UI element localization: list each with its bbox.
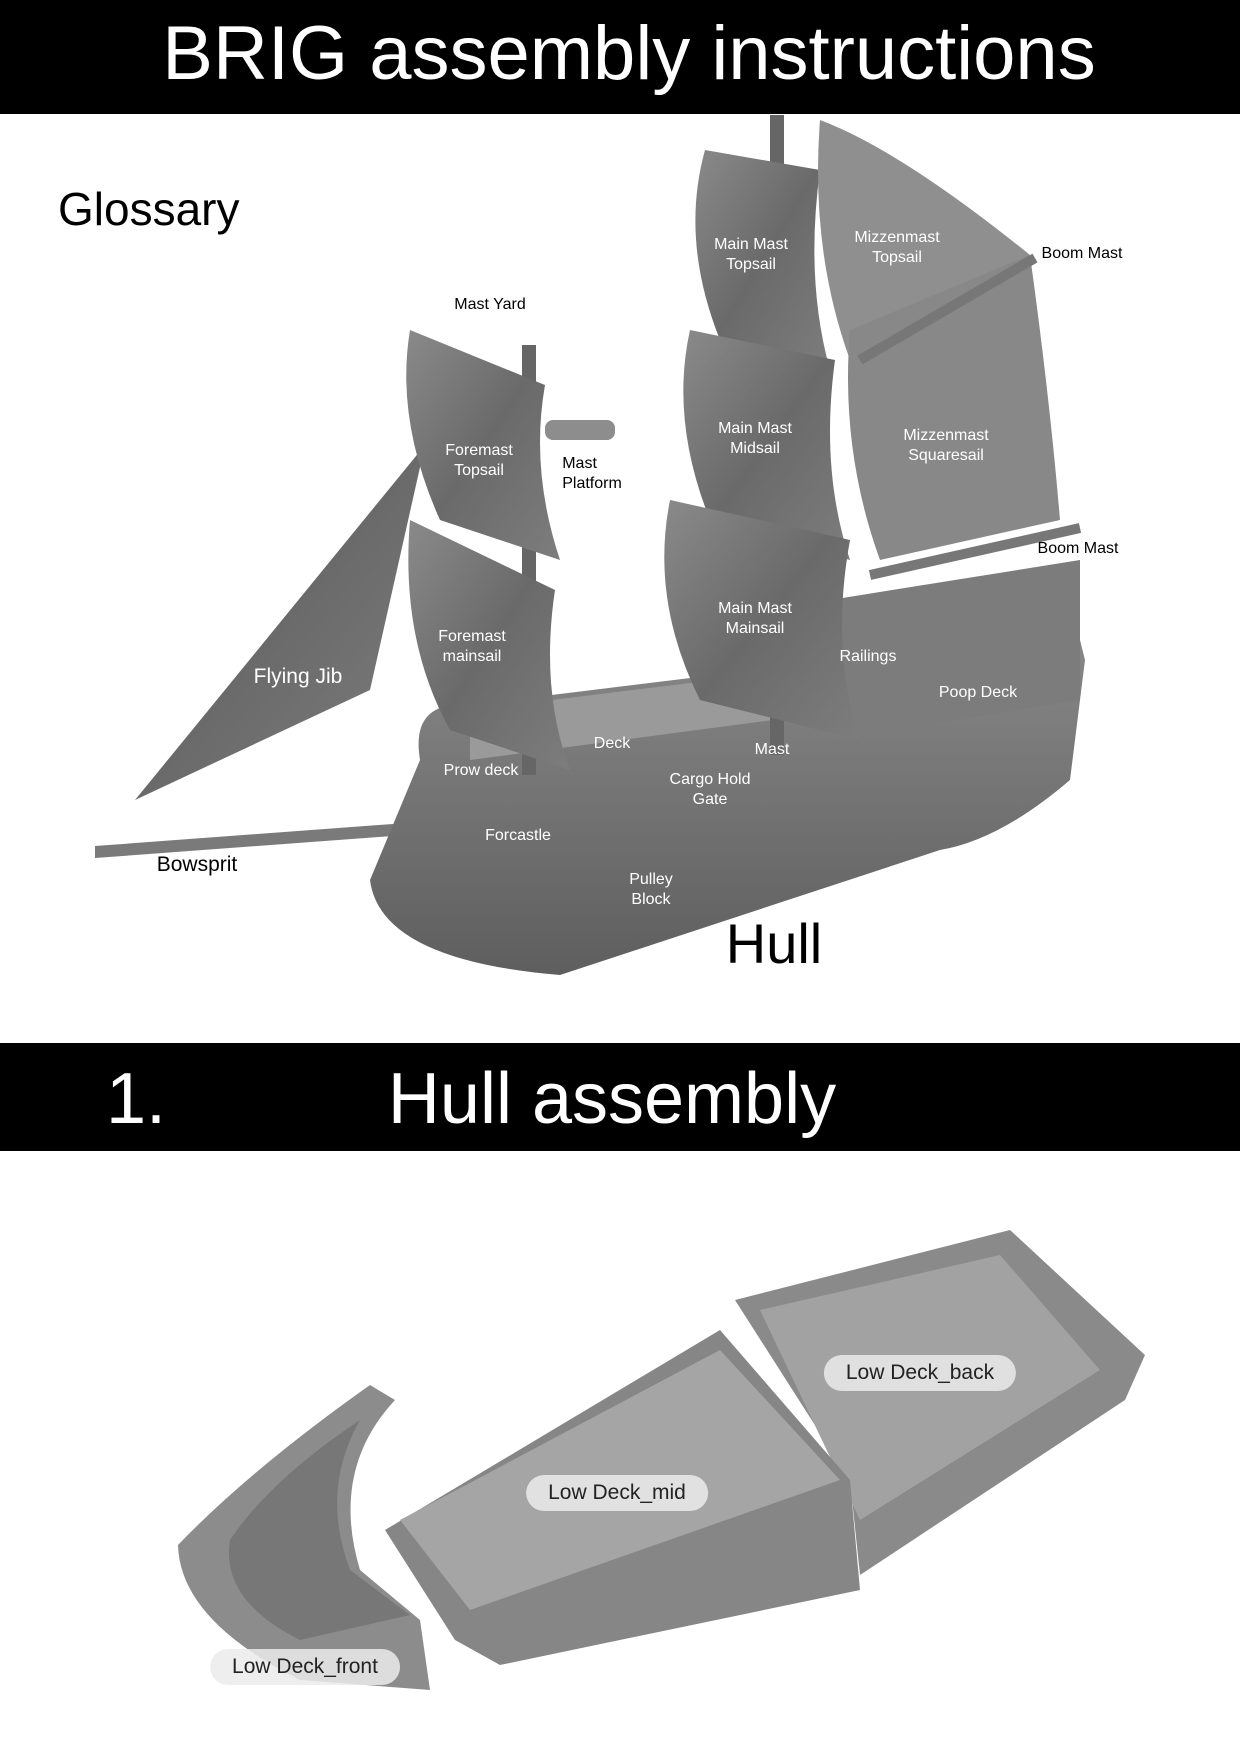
poop-deck-shape <box>830 560 1080 740</box>
label-mast-yard: Mast Yard <box>454 296 526 313</box>
label-deck: Deck <box>593 735 631 752</box>
label-main-mast-midsail: Main Mast Midsail <box>718 420 792 457</box>
part-label-low-deck-mid: Low Deck_mid <box>526 1475 708 1511</box>
label-bowsprit: Bowsprit <box>156 853 238 876</box>
bowsprit-shape <box>95 822 420 858</box>
label-main-mast-topsail: Main Mast Topsail <box>714 236 788 273</box>
glossary-heading: Glossary <box>58 183 240 235</box>
section-header-hull-assembly: 1. Hull assembly <box>0 1043 1240 1151</box>
label-main-mast-mainsail: Main Mast Mainsail <box>718 600 792 637</box>
part-label-low-deck-back: Low Deck_back <box>823 1355 1017 1391</box>
label-mast: Mast <box>754 741 790 758</box>
label-cargo-hold-gate: Cargo Hold Gate <box>669 771 751 808</box>
label-prow-deck: Prow deck <box>443 762 519 779</box>
document-title: BRIG assembly instructions <box>162 11 1096 96</box>
section-number: 1. <box>106 1059 167 1139</box>
label-mizzenmast-topsail: Mizzenmast Topsail <box>854 229 940 266</box>
label-foremast-mainsail: Foremast mainsail <box>438 628 506 665</box>
title-bar: BRIG assembly instructions <box>0 0 1240 114</box>
label-mizzenmast-squaresail: Mizzenmast Squaresail <box>903 427 989 464</box>
label-pulley-block: Pulley Block <box>629 871 673 908</box>
label-flying-jib: Flying Jib <box>253 665 343 688</box>
flying-jib-shape <box>135 445 425 800</box>
label-foremast-topsail: Foremast Topsail <box>445 442 513 479</box>
label-poop-deck: Poop Deck <box>938 684 1018 701</box>
label-hull: Hull <box>725 912 823 975</box>
ship-illustration <box>95 115 1085 975</box>
label-mast-platform: Mast Platform <box>562 455 622 492</box>
section-title: Hull assembly <box>387 1059 837 1139</box>
label-boom-mast-top: Boom Mast <box>1041 245 1123 262</box>
label-railings: Railings <box>839 648 897 665</box>
label-forcastle: Forcastle <box>485 827 551 844</box>
label-boom-mast-bottom: Boom Mast <box>1037 540 1119 557</box>
part-label-low-deck-front: Low Deck_front <box>210 1649 400 1685</box>
